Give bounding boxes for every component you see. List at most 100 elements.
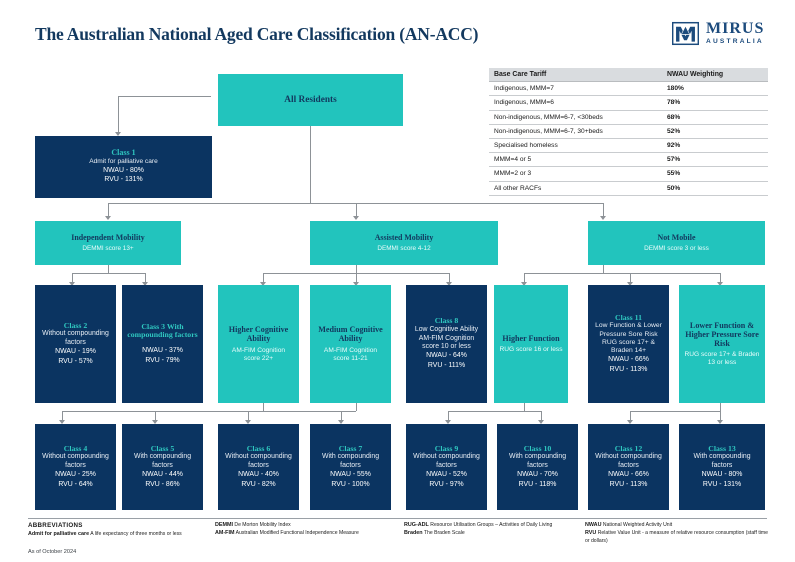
node-class-9[interactable]: Class 9 Without compounding factors NWAU… [406,424,487,510]
node-class-6[interactable]: Class 6 Without compounding factors NWAU… [218,424,299,510]
node-class-12[interactable]: Class 12 Without compounding factors NWA… [588,424,669,510]
node-nwau: NWAU - 44% [142,471,183,479]
node-heading: Class 5 [150,443,175,453]
connector-mobility-left-v [108,203,109,218]
tariff-weighting: 52% [662,124,768,139]
abbreviation-definition: The Braden Scale [422,529,465,536]
connector-am-right-v [449,273,450,284]
arrow-to-assisted-mobility [352,216,359,220]
node-class-11[interactable]: Class 11 Low Function & Lower Pressure S… [588,285,669,403]
node-rvu: RVU - 100% [331,480,370,488]
abbreviation-term: RUG-ADL [404,522,429,528]
connector-im-stem [108,265,109,273]
node-class-7[interactable]: Class 7 With compounding factors NWAU - … [310,424,391,510]
tariff-label: Non-indigenous, MMM=6-7, <30beds [489,110,662,125]
node-lower-function-higher-pressure-sore-risk[interactable]: Lower Function & Higher Pressure Sore Ri… [679,285,765,403]
connector-hc-left-v [62,411,63,422]
connector-im-left-v [72,273,73,284]
node-nwau: NWAU - 40% [238,471,279,479]
connector-trunk-lower [310,151,311,203]
node-rvu: RVU - 113% [609,365,648,373]
node-heading: Class 11 [614,312,643,322]
node-subtext: DEMMI score 4-12 [377,244,431,252]
node-class-1[interactable]: Class 1 Admit for palliative care NWAU -… [35,136,212,198]
node-subtext: With compounding factors [508,453,567,469]
node-subtext: DEMMI score 3 or less [644,244,709,252]
node-nwau: NWAU - 55% [330,471,371,479]
node-nwau: NWAU - 80% [701,471,743,479]
connector-am-stem [356,265,357,273]
connector-to-class1-h [118,96,211,97]
node-heading: Class 6 [246,443,271,453]
node-class-2[interactable]: Class 2 Without compounding factors NWAU… [35,285,116,403]
node-subtext: With compounding factors [133,453,192,469]
page-title: The Australian National Aged Care Classi… [35,24,479,44]
node-rvu: RVU - 111% [427,361,466,369]
abbreviation-definition: A life expectancy of three months or les… [89,530,182,537]
connector-im-bus [72,273,145,274]
node-class-5[interactable]: Class 5 With compounding factors NWAU - … [122,424,203,510]
arrow-to-independent-mobility [104,216,111,220]
logo-tagline: AUSTRALIA [706,38,764,46]
node-all-residents[interactable]: All Residents [218,74,403,126]
node-heading: Higher Cognitive Ability [228,325,289,344]
logo-wordmark: MIRUS [706,20,765,38]
node-class-4[interactable]: Class 4 Without compounding factors NWAU… [35,424,116,510]
column-header-nwau: NWAU Weighting [662,68,768,83]
node-class-8[interactable]: Class 8 Low Cognitive Ability AM-FIM Cog… [406,285,487,403]
node-rvu: RVU - 57% [58,357,93,365]
abbreviation-definition: Resource Utilisation Groups – Activities… [428,522,553,528]
connector-nm-stem [603,265,604,273]
connector-mobility-bus [108,203,603,204]
node-heading: Class 2 [63,320,88,330]
node-independent-mobility[interactable]: Independent Mobility DEMMI score 13+ [35,221,181,265]
node-heading: Class 7 [338,443,363,453]
connector-hc-stem [263,403,264,411]
node-heading: Class 1 [111,147,136,157]
node-heading: Not Mobile [657,232,696,242]
arrow-to-class10 [537,420,544,424]
tariff-label: Indigenous, MMM=6 [489,95,662,111]
node-class-3[interactable]: Class 3 With compounding factors NWAU - … [122,285,203,403]
node-heading: Higher Function [502,333,560,343]
node-heading: Class 12 [614,443,643,453]
node-heading: Medium Cognitive Ability [318,325,383,344]
node-heading: Independent Mobility [71,232,145,242]
node-class-10[interactable]: Class 10 With compounding factors NWAU -… [497,424,578,510]
connector-lf-stem [720,403,721,411]
node-higher-cognitive-ability[interactable]: Higher Cognitive Ability AM-FIM Cognitio… [218,285,299,403]
connector-am-mid-v [356,273,357,284]
node-subtext: RUG score 16 or less [499,346,563,354]
node-heading: Class 10 [523,443,552,453]
node-not-mobile[interactable]: Not Mobile DEMMI score 3 or less [588,221,765,265]
table-header-row: Base Care Tariff NWAU Weighting [489,68,768,83]
node-assisted-mobility[interactable]: Assisted Mobility DEMMI score 4-12 [310,221,498,265]
node-heading: Class 13 [708,443,736,453]
connector-mc-stem [356,403,357,411]
abbreviation-entry: RUG-ADL Resource Utilisation Groups – Ac… [404,522,582,530]
connector-nm-left-v [524,273,525,284]
node-subtext: Low Function & Lower Pressure Sore Risk … [595,322,662,354]
arrow-to-class3 [141,282,148,286]
node-higher-function[interactable]: Higher Function RUG score 16 or less [494,285,568,403]
arrow-to-not-mobile [599,216,606,220]
tariff-label: Indigenous, MMM=7 [489,81,662,97]
abbreviation-definition: De Morton Mobility Index [232,522,291,528]
arrow-to-class13 [716,420,723,424]
footer-column-3: RUG-ADL Resource Utilisation Groups – Ac… [404,522,582,538]
node-nwau: NWAU - 66% [608,471,649,479]
node-class-13[interactable]: Class 13 With compounding factors NWAU -… [679,424,765,510]
tariff-weighting: 55% [662,166,768,182]
node-subtext: AM-FIM Cognition score 22+ [231,346,286,362]
node-nwau: NWAU - 80% [103,166,144,174]
node-heading: Lower Function & Higher Pressure Sore Ri… [685,320,759,348]
node-rvu: RVU - 97% [429,480,464,488]
node-nwau: NWAU - 66% [608,356,649,364]
node-medium-cognitive-ability[interactable]: Medium Cognitive Ability AM-FIM Cognitio… [310,285,391,403]
